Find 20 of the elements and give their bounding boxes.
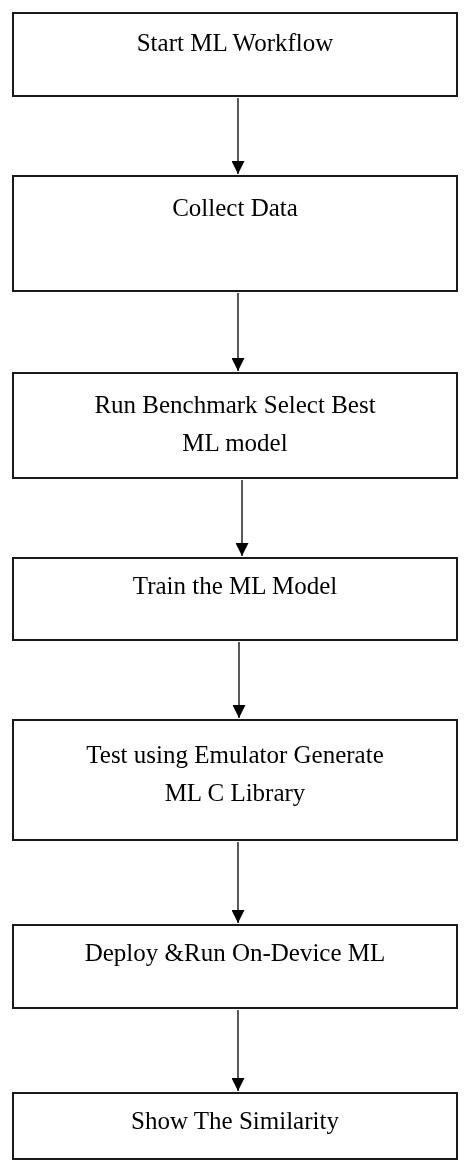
arrow: [231, 292, 245, 372]
step-label: Test using Emulator Generate ML C Library: [85, 740, 385, 808]
step-label: Start ML Workflow: [136, 28, 334, 58]
step-label: Show The Similarity: [131, 1106, 339, 1136]
step-label: Deploy &Run On-Device ML: [84, 938, 386, 968]
process-box: [12, 175, 458, 292]
step-label: Collect Data: [172, 193, 298, 223]
process-box: [12, 719, 458, 841]
step-label: Run Benchmark Select Best ML model: [93, 390, 377, 458]
step-label: Train the ML Model: [132, 571, 338, 601]
process-box: [12, 12, 458, 97]
arrow: [231, 841, 245, 924]
process-box: [12, 924, 458, 1009]
arrow: [231, 1009, 245, 1092]
process-box: [12, 372, 458, 479]
arrow: [232, 641, 246, 719]
process-box: [12, 557, 458, 641]
process-box: [12, 1092, 458, 1160]
arrow: [231, 97, 245, 175]
arrow: [235, 479, 249, 557]
